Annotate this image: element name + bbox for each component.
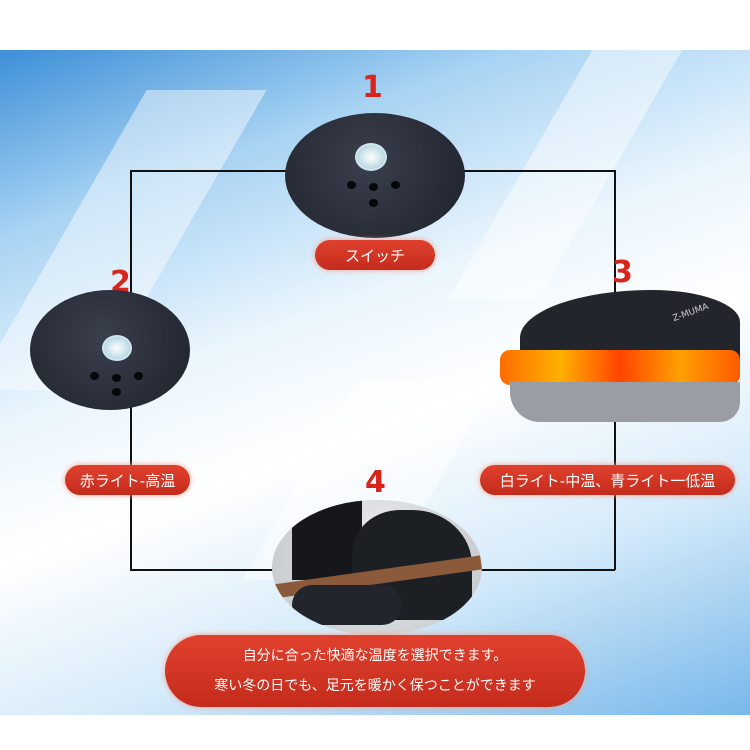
second-shoe — [292, 585, 402, 625]
vent-hole-icon — [347, 181, 356, 189]
switch-disc-image — [285, 113, 465, 238]
step-number-3: 3 — [612, 255, 633, 290]
label-white-blue: 白ライト-中温、青ライト一低温 — [480, 465, 735, 495]
switch-disc-red-image — [30, 290, 190, 410]
worn-shoe-image — [272, 500, 482, 635]
vent-hole-icon — [369, 183, 378, 191]
footer-banner: 自分に合った快適な温度を選択できます。 寒い冬の日でも、足元を暖かく保つことがで… — [165, 635, 585, 707]
trouser-leg — [292, 500, 362, 580]
background-stripe — [447, 50, 683, 300]
heated-shoe-image: Z-MUMA — [500, 290, 740, 430]
footer-line-2: 寒い冬の日でも、足元を暖かく保つことができます — [214, 678, 536, 694]
step-number-4: 4 — [365, 465, 386, 500]
step-number-1: 1 — [362, 70, 383, 105]
vent-hole-icon — [112, 388, 121, 396]
vent-hole-icon — [90, 372, 99, 380]
switch-button-icon — [355, 143, 387, 171]
label-red-high: 赤ライト-高温 — [65, 465, 190, 495]
vent-hole-icon — [369, 199, 378, 207]
vent-hole-icon — [391, 181, 400, 189]
switch-button-icon — [102, 335, 132, 361]
flame-lining — [500, 350, 740, 385]
label-switch: スイッチ — [315, 240, 435, 270]
vent-hole-icon — [134, 372, 143, 380]
vent-hole-icon — [112, 374, 121, 382]
footer-line-1: 自分に合った快適な温度を選択できます。 — [242, 648, 508, 664]
shoe-sole — [510, 382, 740, 422]
